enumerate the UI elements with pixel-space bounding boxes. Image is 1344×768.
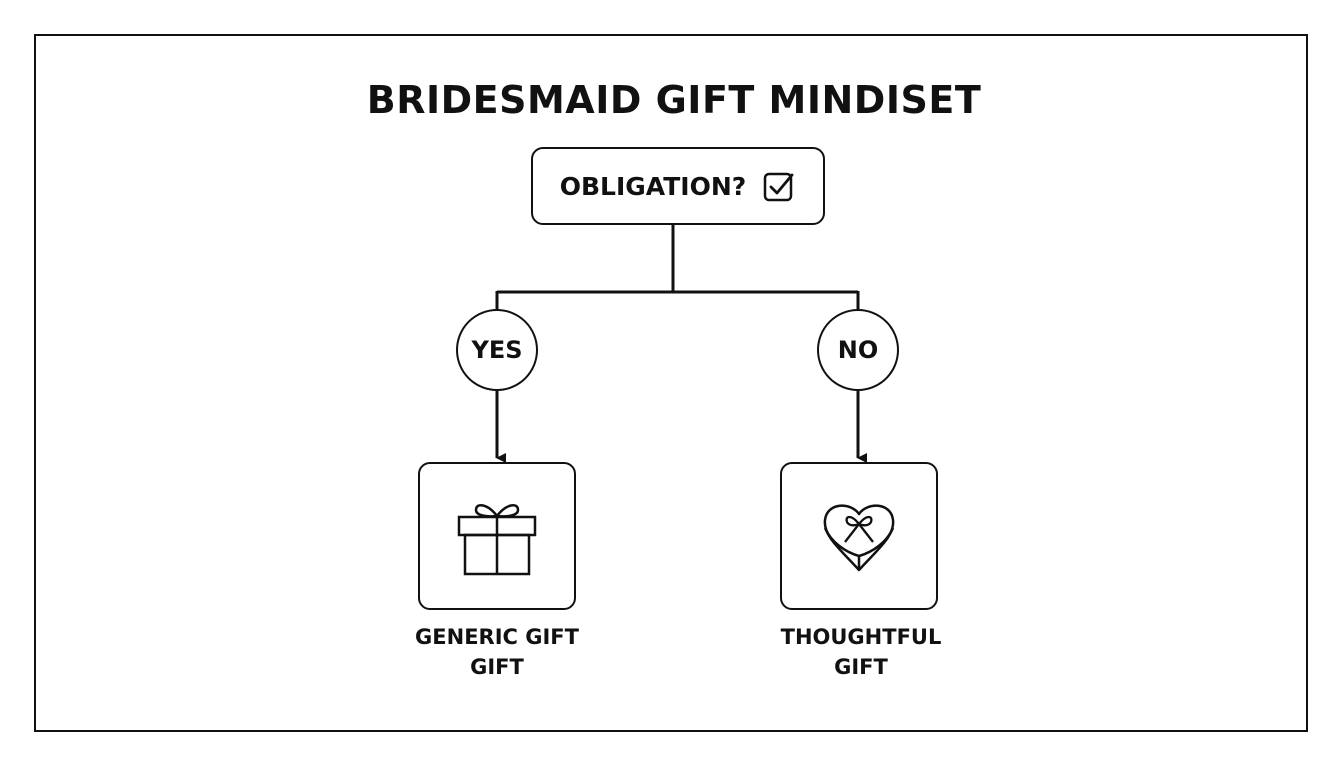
no-branch-node: NO xyxy=(817,309,899,391)
yes-branch-node: YES xyxy=(456,309,538,391)
thoughtful-gift-label: THOUGHTFUL GIFT xyxy=(751,622,971,682)
diagram-frame xyxy=(34,34,1308,732)
thoughtful-gift-label-line1: THOUGHTFUL xyxy=(780,625,942,649)
obligation-question-box: OBLIGATION? xyxy=(531,147,825,225)
checkbox-checked-icon xyxy=(762,169,796,203)
heart-gift-box-icon xyxy=(809,484,909,589)
gift-box-icon xyxy=(452,484,542,589)
generic-gift-box xyxy=(418,462,576,610)
thoughtful-gift-label-line2: GIFT xyxy=(834,655,888,679)
diagram-title: BRIDESMAID GIFT MINDISET xyxy=(366,78,982,122)
thoughtful-gift-box xyxy=(780,462,938,610)
generic-gift-label-line1: GENERIC GIFT xyxy=(415,625,579,649)
generic-gift-label-line2: GIFT xyxy=(470,655,524,679)
obligation-question-label: OBLIGATION? xyxy=(559,171,747,201)
generic-gift-label: GENERIC GIFT GIFT xyxy=(387,622,607,682)
